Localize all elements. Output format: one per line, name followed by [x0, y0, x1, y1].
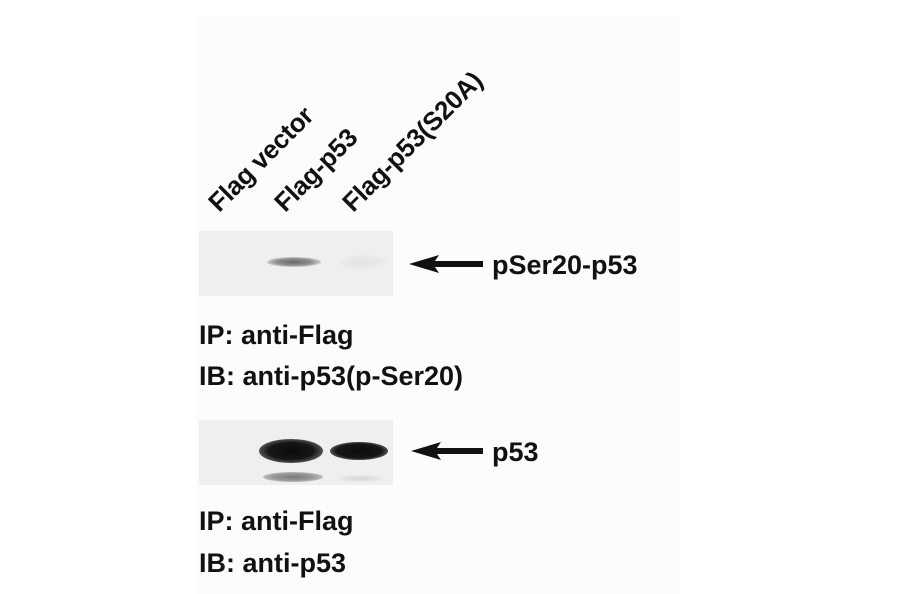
left-arrow-icon: [409, 255, 483, 273]
marker-label-pser20-p53: pSer20-p53: [492, 250, 638, 280]
band-flag-p53-total: [259, 439, 323, 463]
band-flag-p53-pser20: [267, 257, 321, 267]
blot2-ip-caption: IP: anti-Flag: [199, 506, 354, 536]
blot1-ib-caption: IB: anti-p53(p-Ser20): [199, 361, 464, 391]
figure-panel: [196, 16, 680, 594]
band-flag-p53-lower: [263, 472, 323, 482]
marker-label-p53: p53: [492, 437, 539, 467]
blot1-ip-caption: IP: anti-Flag: [199, 320, 354, 350]
blot-total-p53: [199, 420, 393, 485]
blot2-ib-caption: IB: anti-p53: [199, 548, 347, 578]
band-flag-p53-s20a-lower: [339, 475, 383, 482]
blot-pser20-p53: [199, 231, 393, 296]
band-flag-p53-s20a-total: [330, 442, 388, 460]
band-flag-p53-s20a-pser20: [339, 255, 387, 269]
left-arrow-icon: [411, 442, 483, 460]
